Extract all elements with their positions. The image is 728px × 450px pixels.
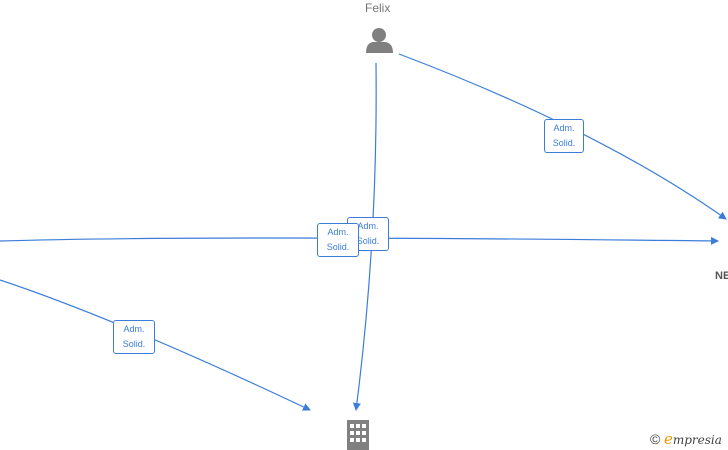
edge-left-to-ne	[0, 236, 719, 245]
edge-label-line2: Solid.	[356, 236, 380, 246]
building-icon[interactable]	[347, 420, 369, 450]
company-name-label[interactable]: NE	[715, 270, 728, 282]
edge-label-line1: Adm.	[357, 221, 379, 231]
edge-left-to-building	[0, 279, 311, 411]
edge-label-left-ne: Adm. Solid.	[317, 223, 359, 257]
edge-label-line2: Solid.	[326, 242, 350, 252]
person-name-label[interactable]: Felix	[365, 1, 391, 15]
edge-label-line1: Adm.	[327, 227, 349, 237]
brand-name: mpresia	[672, 433, 722, 447]
edge-label-line1: Adm.	[553, 123, 575, 133]
edge-label-line2: Solid.	[122, 339, 146, 349]
person-icon[interactable]	[366, 28, 393, 53]
edge-label-left-building: Adm. Solid.	[113, 320, 155, 354]
copyright-symbol: ©	[650, 431, 661, 447]
edge-label-line1: Adm.	[123, 324, 145, 334]
brand-watermark: © empresia	[650, 430, 722, 448]
edge-label-felix-ne: Adm. Solid.	[544, 119, 584, 153]
edge-label-line2: Solid.	[552, 138, 576, 148]
brand-initial: e	[663, 430, 673, 448]
